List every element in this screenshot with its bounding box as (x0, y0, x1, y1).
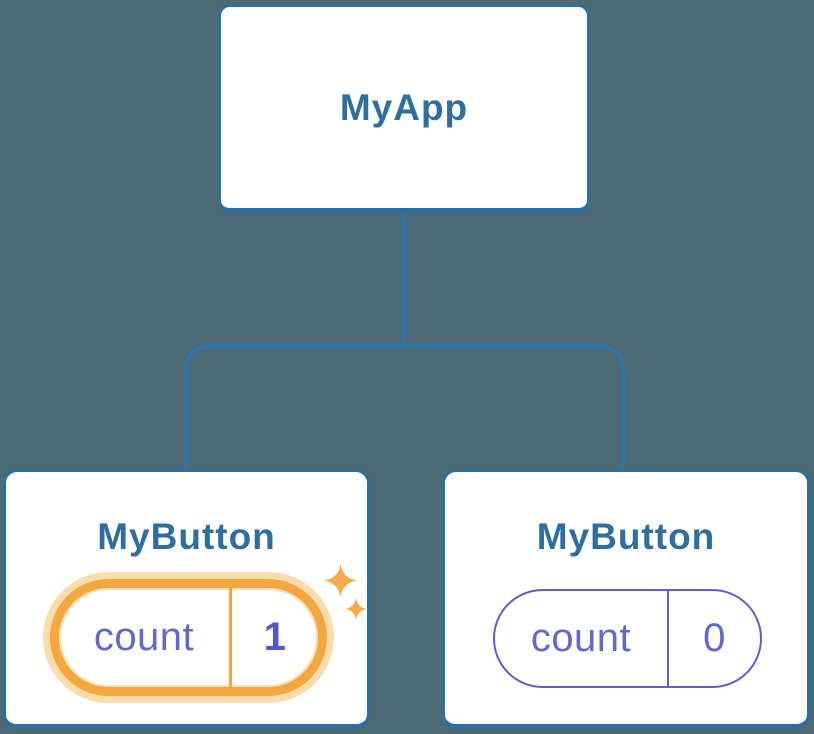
component-node-child-2: MyButton count 0 (442, 469, 810, 729)
node-label: MyButton (97, 516, 276, 557)
state-divider (229, 588, 232, 687)
state-value: 0 (703, 616, 726, 660)
sparkle-icon (345, 598, 367, 620)
state-name-label: count (93, 615, 195, 659)
state-value: 1 (263, 615, 287, 659)
state-badge: count 0 (493, 589, 762, 688)
state-badge-highlighted: count 1 (50, 579, 327, 696)
node-label: MyApp (339, 86, 469, 128)
sparkle-icon (324, 564, 357, 597)
component-node-child-1: MyButton count 1 (3, 469, 370, 729)
node-label: MyButton (536, 516, 716, 557)
state-name-label: count (530, 616, 632, 660)
state-divider (667, 591, 669, 686)
component-node-root: MyApp (218, 4, 590, 213)
